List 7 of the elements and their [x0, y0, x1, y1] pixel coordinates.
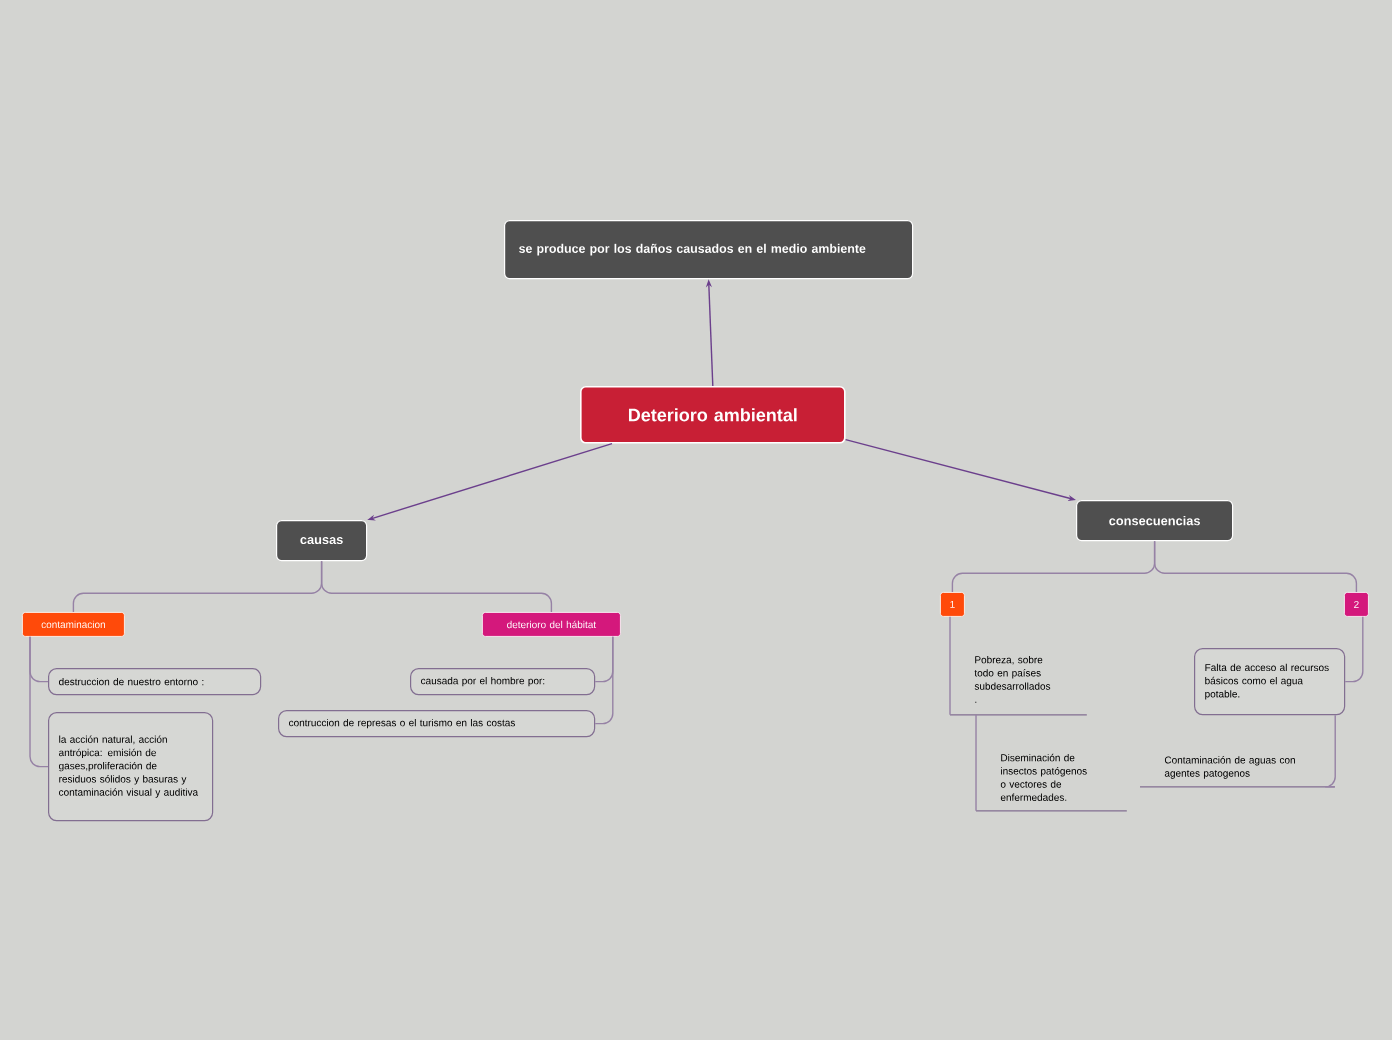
connector-line: [594, 636, 614, 725]
connector-line: [949, 616, 951, 716]
connector-line: [1344, 616, 1364, 683]
connector-line: [1324, 714, 1336, 788]
connector-line: [975, 714, 977, 812]
title-box: Deterioro ambiental: [580, 386, 846, 444]
connector-line: [1153, 540, 1358, 593]
